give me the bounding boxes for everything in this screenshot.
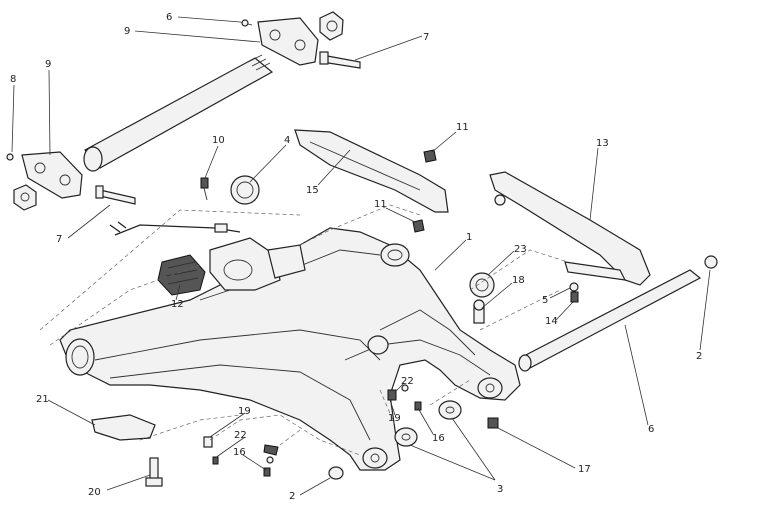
callout-7-top: 7 <box>423 32 429 43</box>
callout-19-right: 19 <box>388 413 401 424</box>
spacer-19-left <box>203 436 213 448</box>
chain-slider-13 <box>489 171 651 286</box>
screw-14 <box>570 291 579 303</box>
callout-8: 8 <box>10 74 16 85</box>
screw-11-top <box>423 149 437 163</box>
cap-4 <box>230 175 260 205</box>
bolt-10 <box>200 177 209 201</box>
callout-11-top: 11 <box>456 122 469 133</box>
chain-guard-15 <box>294 129 449 213</box>
callout-6-right: 6 <box>648 424 654 435</box>
callout-11-mid: 11 <box>374 199 387 210</box>
callout-5: 5 <box>542 295 548 306</box>
callout-16-right: 16 <box>432 433 445 444</box>
chain-adjuster-left <box>6 151 83 199</box>
callout-4: 4 <box>284 135 290 146</box>
callout-23-top: 23 <box>514 244 527 255</box>
leader-lines <box>11 16 711 496</box>
callout-9-top: 9 <box>124 26 130 37</box>
callout-7-left: 7 <box>56 234 62 245</box>
bolt-left <box>95 185 136 205</box>
callout-13: 13 <box>596 138 609 149</box>
callout-3: 3 <box>497 484 503 495</box>
callout-9-left: 9 <box>45 59 51 70</box>
clamp-21 <box>91 414 156 441</box>
callout-16-left: 16 <box>233 447 246 458</box>
callout-21: 21 <box>36 394 49 405</box>
callout-10: 10 <box>212 135 225 146</box>
screw-17 <box>487 417 499 429</box>
rear-axle-6 <box>518 255 718 372</box>
callout-2-bottom: 2 <box>289 491 295 502</box>
callout-12: 12 <box>171 299 184 310</box>
axle-tube <box>83 54 274 172</box>
callout-18-right: 18 <box>512 275 525 286</box>
bolt-20 <box>145 457 163 487</box>
nut-left <box>13 184 37 211</box>
callout-15: 15 <box>306 185 319 196</box>
callout-22-right: 22 <box>401 376 414 387</box>
cap-23 <box>469 272 495 298</box>
chain-adjuster-top <box>239 17 319 66</box>
washer-5 <box>569 282 579 292</box>
callout-labels: 6 9 7 8 9 10 4 11 15 13 11 7 1 23 18 5 1… <box>10 12 702 502</box>
assembly-lines <box>39 204 569 456</box>
bolt-top <box>319 51 361 69</box>
callout-20: 20 <box>88 487 101 498</box>
brake-hose <box>109 221 241 236</box>
rubber-pad-12 <box>157 254 206 296</box>
washer-2-bottom <box>328 466 344 480</box>
callout-6-top: 6 <box>166 12 172 23</box>
washer-3-left <box>394 427 418 447</box>
callout-1: 1 <box>466 232 472 243</box>
screw-11-mid <box>412 219 425 233</box>
swingarm-body <box>59 227 521 471</box>
nut-19-right <box>387 389 397 401</box>
callout-2-right: 2 <box>696 351 702 362</box>
callout-22-left: 22 <box>234 430 247 441</box>
callout-17: 17 <box>578 464 591 475</box>
callout-14: 14 <box>545 316 558 327</box>
washer-3-right <box>438 400 462 420</box>
callout-19-left: 19 <box>238 406 251 417</box>
nut-top <box>319 11 344 41</box>
bolt-18-right <box>473 299 485 324</box>
